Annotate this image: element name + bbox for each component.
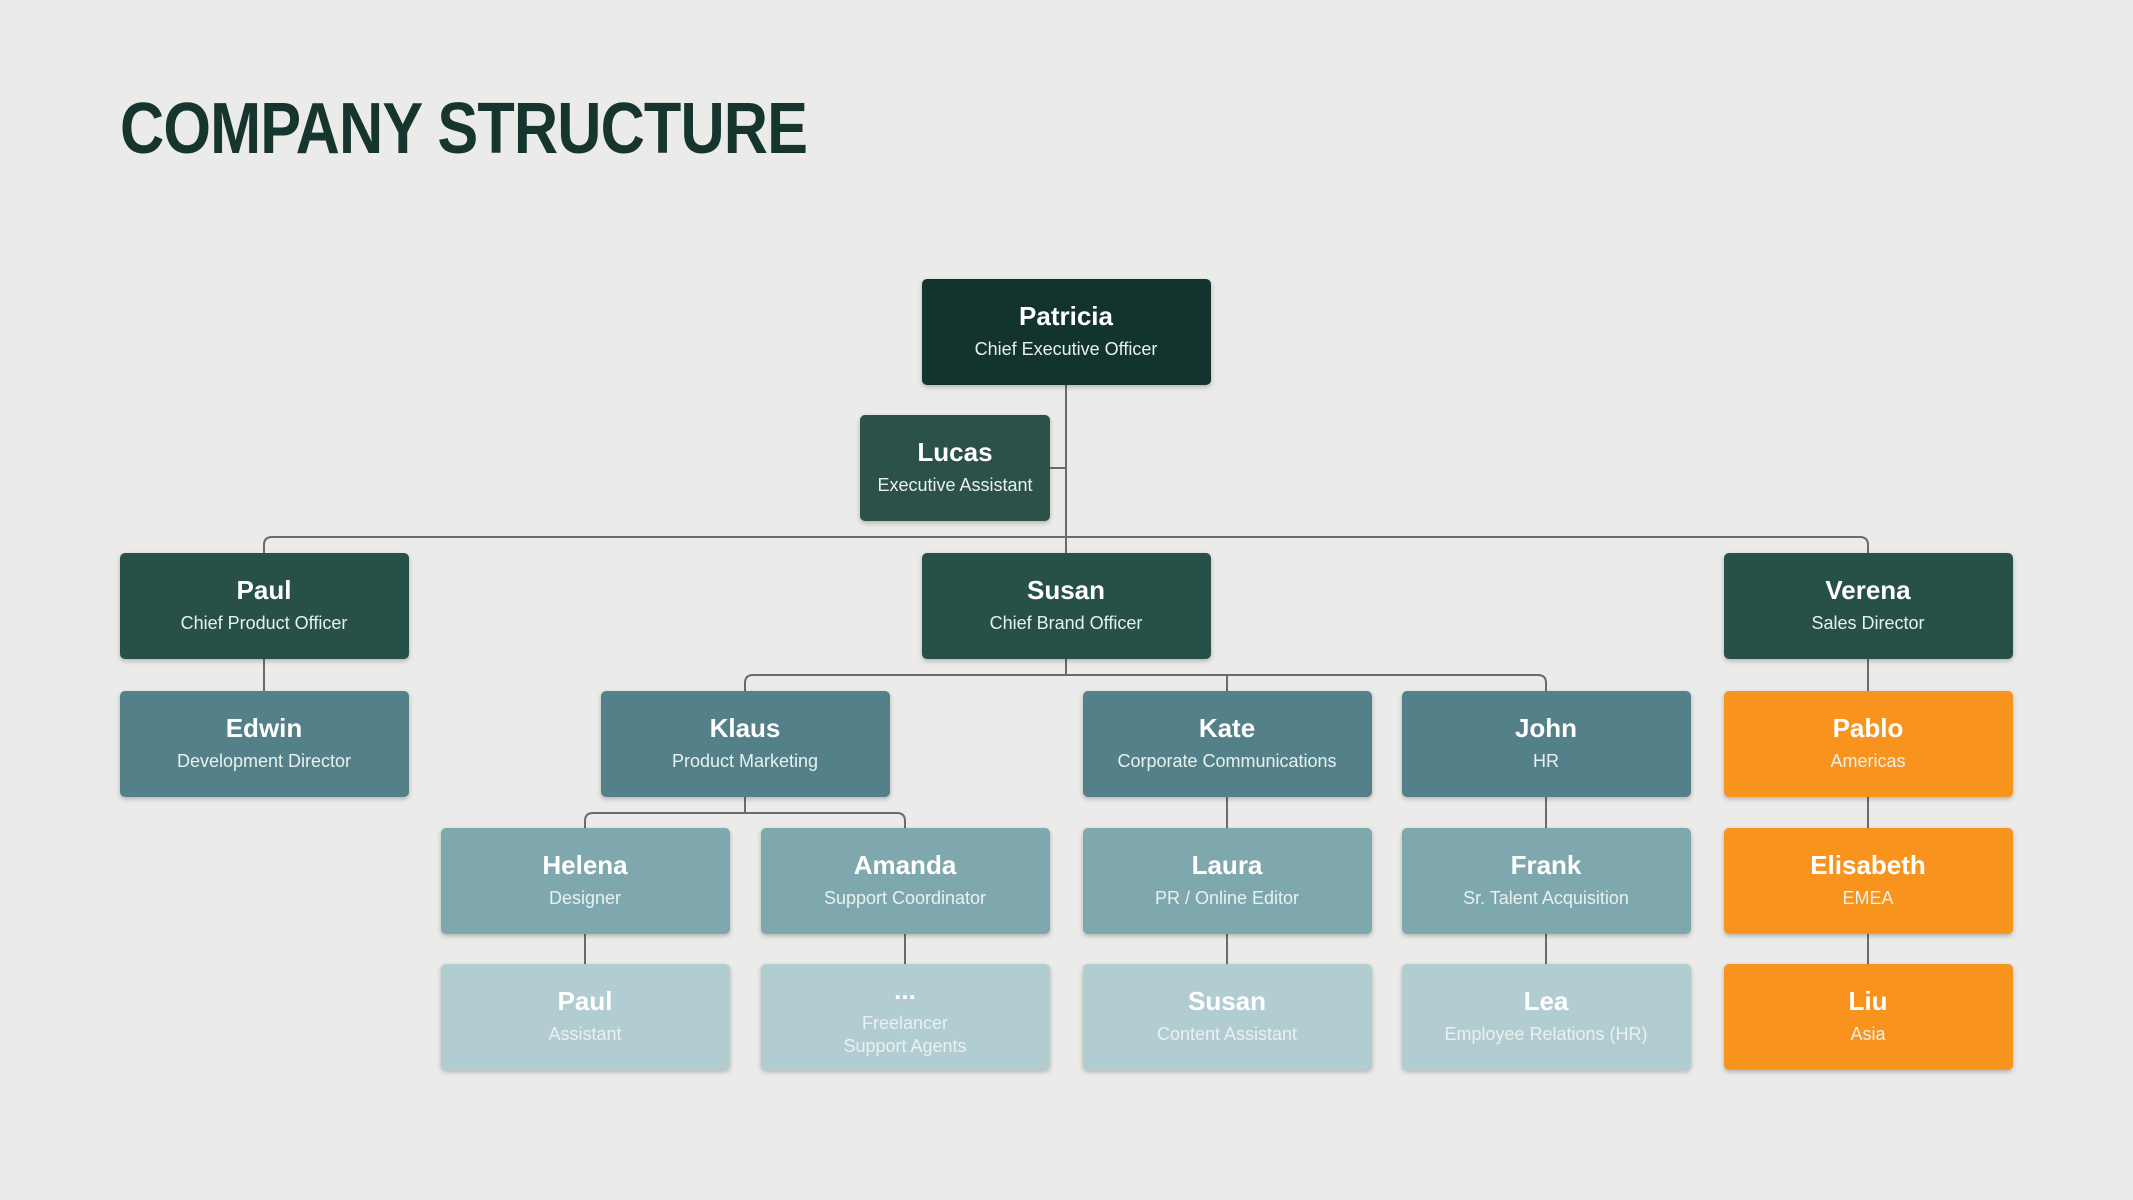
member-name: Helena <box>542 850 628 881</box>
member-role: Chief Product Officer <box>180 613 348 634</box>
connector-line <box>263 536 1869 553</box>
member-role: PR / Online Editor <box>1154 888 1300 909</box>
member-name: Lucas <box>917 437 993 468</box>
member-role: Designer <box>548 888 622 909</box>
member-role: Development Director <box>176 751 352 772</box>
member-role: Sr. Talent Acquisition <box>1463 888 1629 909</box>
member-name: ... <box>894 975 916 1005</box>
member-name: Lea <box>1523 986 1569 1017</box>
member-name: Paul <box>557 986 613 1017</box>
member-name: Edwin <box>225 713 303 744</box>
member-role: Corporate Communications <box>1117 751 1337 772</box>
connector-line <box>584 812 906 828</box>
member-name: Laura <box>1191 850 1263 881</box>
member-role: Asia <box>1850 1024 1886 1045</box>
member-role: Freelancer Support Agents <box>843 1013 967 1056</box>
member-role: Support Coordinator <box>823 888 987 909</box>
member-role: Executive Assistant <box>877 475 1033 496</box>
member-name: Amanda <box>853 850 957 881</box>
member-role: EMEA <box>1842 888 1894 909</box>
member-name: Susan <box>1026 575 1106 606</box>
member-name: John <box>1514 713 1578 744</box>
member-name: Klaus <box>709 713 781 744</box>
member-role: Chief Executive Officer <box>974 339 1158 360</box>
member-name: Pablo <box>1832 713 1904 744</box>
org-node-freelancers: ... Freelancer Support Agents <box>760 964 1050 1070</box>
member-role: Content Assistant <box>1156 1024 1298 1045</box>
page-title: COMPANY STRUCTURE <box>120 89 808 169</box>
member-name: Elisabeth <box>1810 850 1926 881</box>
member-name: Patricia <box>1019 301 1113 332</box>
member-role: Chief Brand Officer <box>989 613 1143 634</box>
member-name: Verena <box>1825 575 1911 606</box>
member-name: Frank <box>1510 850 1582 881</box>
member-role: Americas <box>1830 751 1906 772</box>
member-name: Liu <box>1848 986 1888 1017</box>
member-role: Sales Director <box>1811 613 1925 634</box>
member-name: Paul <box>236 575 292 606</box>
member-name: Susan <box>1187 986 1267 1017</box>
member-role: Employee Relations (HR) <box>1444 1024 1648 1045</box>
org-node-laura: Laura PR / Online Editor <box>1082 828 1372 934</box>
member-role: HR <box>1533 751 1559 772</box>
member-role: Product Marketing <box>671 751 819 772</box>
connector-line <box>744 674 1547 691</box>
member-name: Kate <box>1198 713 1256 744</box>
member-role: Assistant <box>548 1024 622 1045</box>
